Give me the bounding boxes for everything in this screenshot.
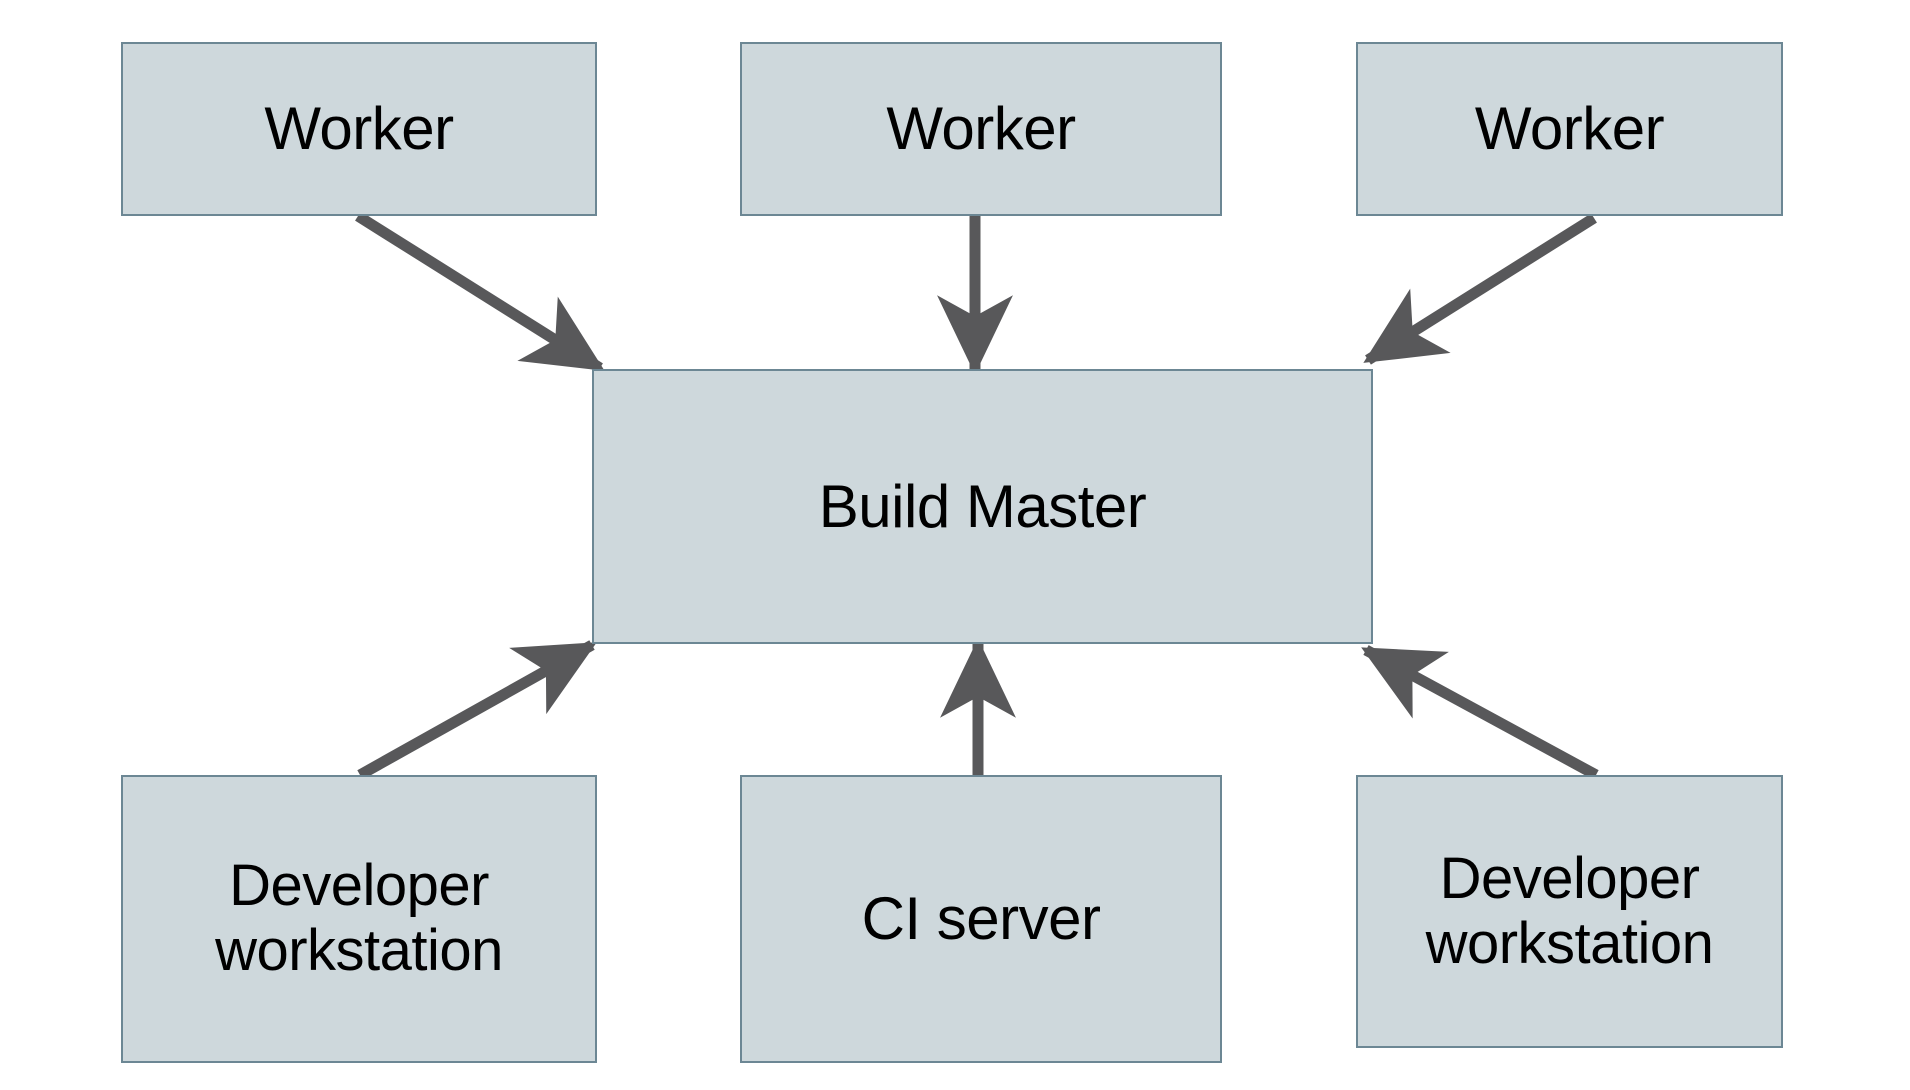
node-worker-left[interactable]: Worker — [121, 42, 597, 216]
node-build-master[interactable]: Build Master — [592, 369, 1373, 644]
node-worker-center[interactable]: Worker — [740, 42, 1222, 216]
node-developer-workstation-left[interactable]: Developer workstation — [121, 775, 597, 1063]
node-worker-right[interactable]: Worker — [1356, 42, 1783, 216]
edge-worker-right-to-master — [1363, 213, 1597, 365]
edge-dev-ws-left-to-master — [357, 640, 597, 780]
edge-worker-left-to-master — [355, 211, 605, 373]
node-developer-workstation-right[interactable]: Developer workstation — [1356, 775, 1783, 1048]
edge-dev-ws-right-to-master — [1361, 645, 1599, 780]
node-ci-server[interactable]: CI server — [740, 775, 1222, 1063]
